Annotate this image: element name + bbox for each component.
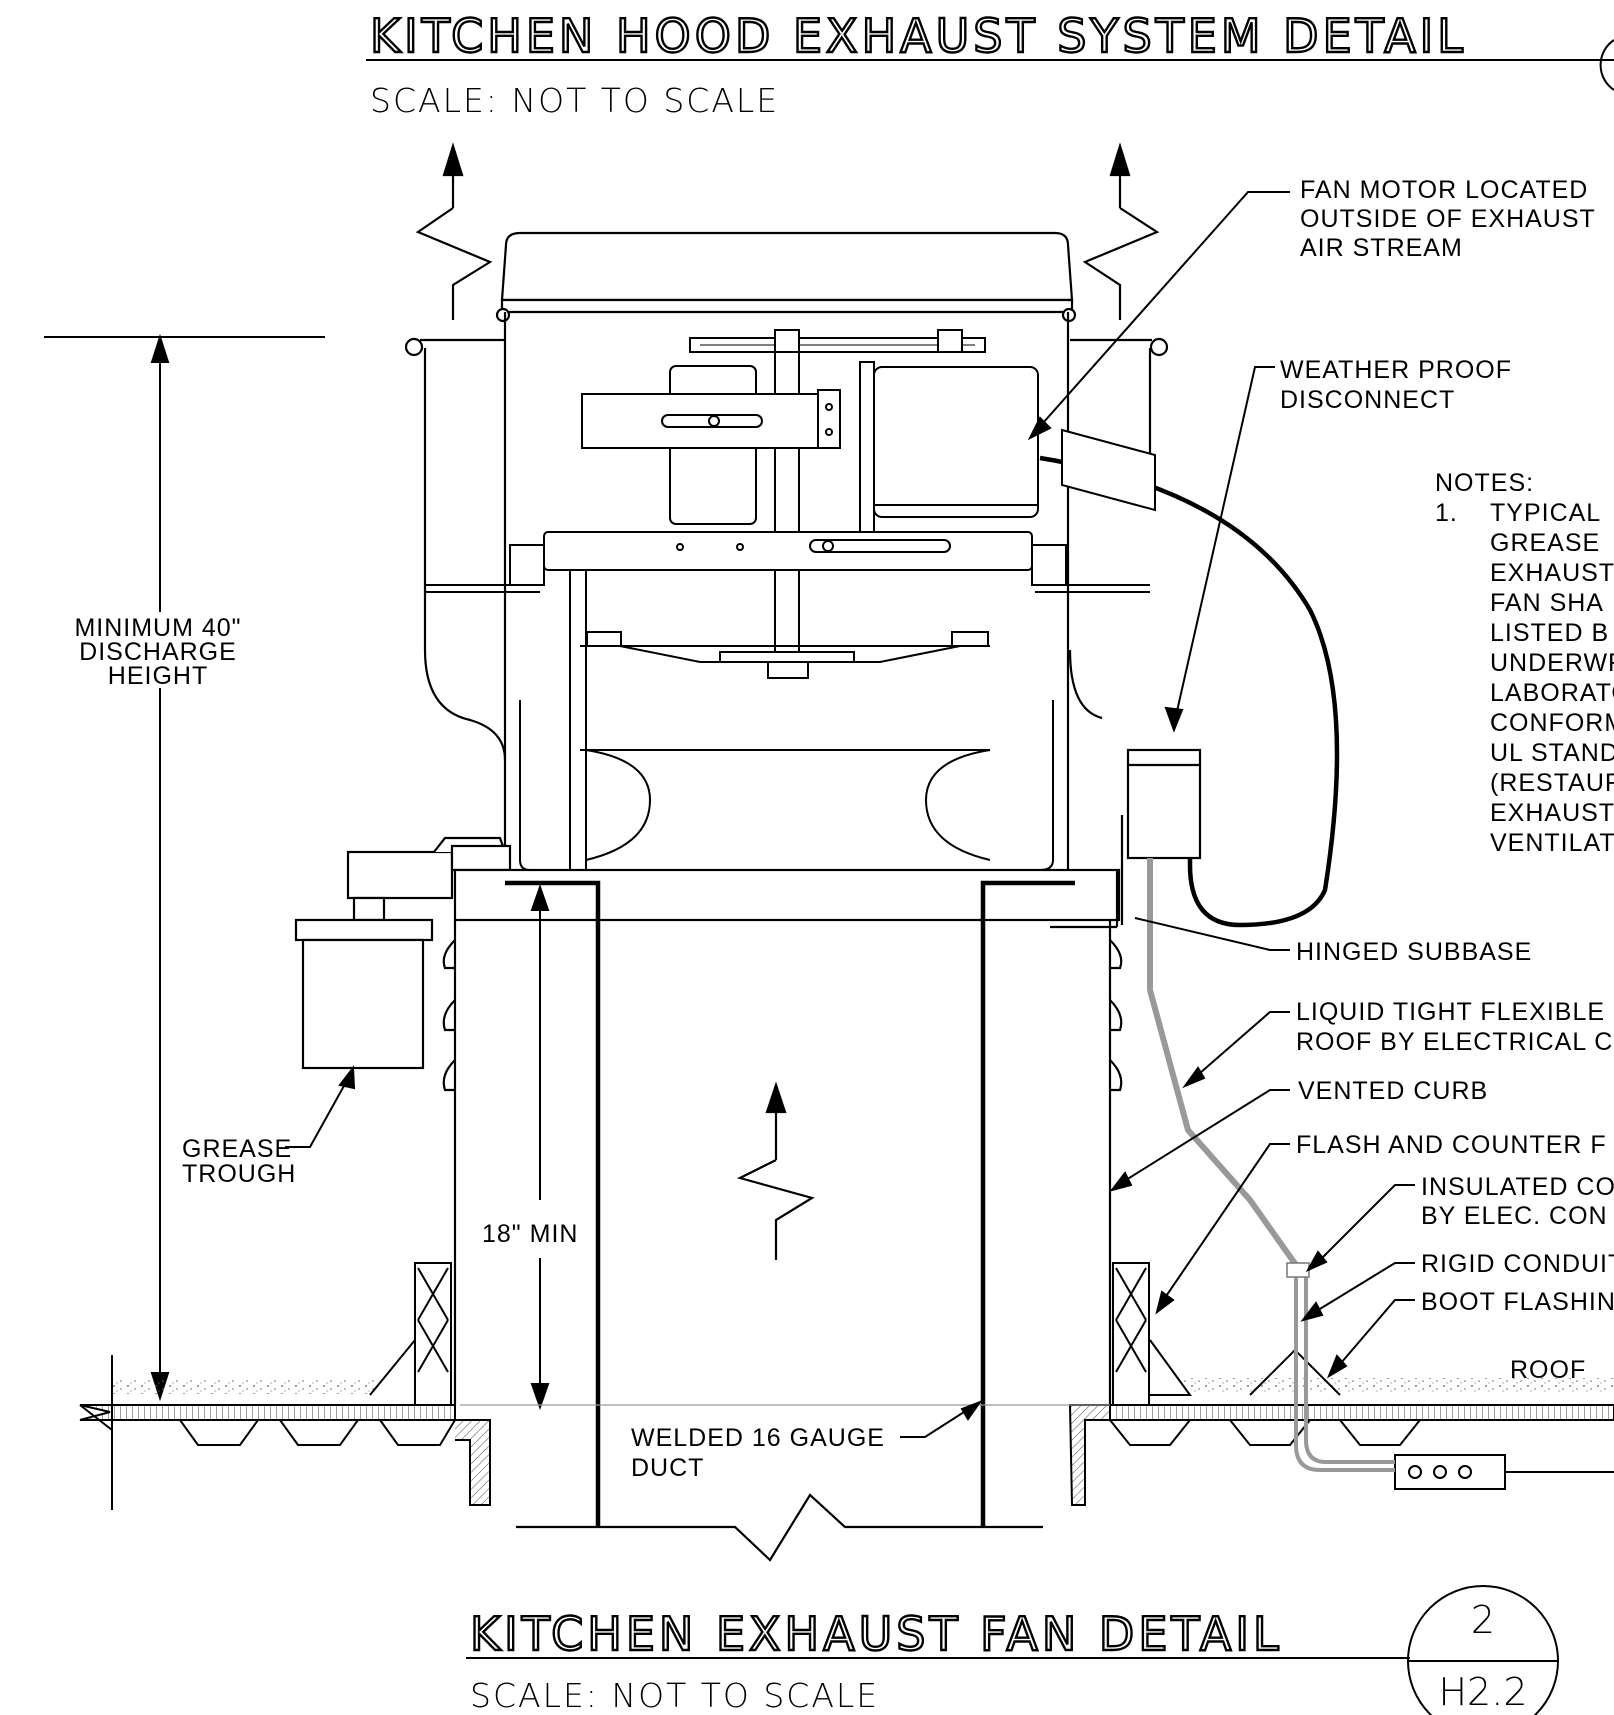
svg-text:HEIGHT: HEIGHT — [108, 662, 208, 690]
sheet-number: H2.2 — [1438, 1670, 1527, 1714]
svg-text:WELDED 16 GAUGE: WELDED 16 GAUGE — [631, 1424, 885, 1452]
discharge-height-dimension — [44, 333, 325, 1402]
fan-wheel — [519, 569, 1054, 876]
detail-title: KITCHEN HOOD EXHAUST SYSTEM DETAIL — [370, 9, 1467, 63]
weather-proof-disconnect — [1126, 748, 1202, 860]
detail-number: 2 — [1471, 1598, 1495, 1642]
svg-text:LIQUID TIGHT FLEXIBLE: LIQUID TIGHT FLEXIBLE — [1296, 998, 1605, 1026]
boot-flashing-label: BOOT FLASHIN — [1421, 1288, 1614, 1316]
min-18-dimension — [530, 883, 550, 1411]
svg-text:BY ELEC. CON: BY ELEC. CON — [1421, 1202, 1608, 1230]
rigid-conduit-label: RIGID CONDUIT — [1421, 1250, 1614, 1278]
notes-heading: NOTES: — [1435, 469, 1534, 497]
roof-label: ROOF — [1510, 1356, 1586, 1384]
flash-counter-label: FLASH AND COUNTER F — [1296, 1131, 1607, 1159]
svg-text:EXHAUST: EXHAUST — [1490, 559, 1614, 587]
svg-text:MINIMUM 40": MINIMUM 40" — [74, 614, 241, 642]
svg-text:CONFORM: CONFORM — [1490, 709, 1614, 737]
svg-text:LISTED B: LISTED B — [1490, 619, 1609, 647]
svg-text:FAN SHA: FAN SHA — [1490, 589, 1604, 617]
svg-text:(RESTAUR: (RESTAUR — [1490, 769, 1614, 797]
grease-trough-leader — [285, 1065, 356, 1148]
disconnect-label: WEATHER PROOF DISCONNECT — [1280, 356, 1512, 414]
fan-detail-title: KITCHEN EXHAUST FAN DETAIL — [470, 1607, 1283, 1661]
curb-assembly — [442, 815, 1124, 1405]
duct-leader — [900, 1399, 983, 1438]
motor-cord-grip — [1061, 428, 1156, 512]
vented-curb-label: VENTED CURB — [1298, 1077, 1488, 1105]
flexible-conduit — [1147, 858, 1299, 1267]
svg-text:DISCHARGE: DISCHARGE — [79, 638, 237, 666]
svg-text:1.: 1. — [1435, 499, 1458, 527]
svg-text:WEATHER PROOF: WEATHER PROOF — [1280, 356, 1512, 384]
fan-motor-label: FAN MOTOR LOCATED OUTSIDE OF EXHAUST AIR… — [1300, 176, 1596, 262]
svg-text:UL STAND: UL STAND — [1490, 739, 1614, 767]
svg-text:VENTILATO: VENTILATO — [1490, 829, 1614, 857]
drive-assembly — [425, 329, 1150, 653]
fan-detail-scale: SCALE: NOT TO SCALE — [470, 1676, 879, 1715]
svg-text:EXHAUST: EXHAUST — [1490, 799, 1614, 827]
hinged-subbase-label: HINGED SUBBASE — [1296, 938, 1532, 966]
liquid-tight-label: LIQUID TIGHT FLEXIBLE ROOF BY ELECTRICAL… — [1296, 998, 1613, 1056]
discharge-height-label: MINIMUM 40" DISCHARGE HEIGHT — [74, 614, 241, 690]
detail-scale: SCALE: NOT TO SCALE — [370, 81, 779, 120]
grease-trough-label: GREASE TROUGH — [182, 1135, 296, 1188]
airflow-arrow-right — [1082, 142, 1160, 320]
svg-text:LABORATO: LABORATO — [1490, 679, 1614, 707]
callout-leaders — [1027, 191, 1415, 1379]
svg-text:ROOF BY ELECTRICAL C: ROOF BY ELECTRICAL C — [1296, 1028, 1613, 1056]
svg-text:GREASE: GREASE — [182, 1135, 292, 1163]
title-bubble — [1599, 39, 1614, 91]
insulated-label: INSULATED CO BY ELEC. CON — [1421, 1173, 1614, 1230]
svg-text:GREASE: GREASE — [1490, 529, 1600, 557]
roof-left — [79, 1262, 491, 1510]
duct-label: WELDED 16 GAUGE DUCT — [631, 1424, 885, 1482]
svg-text:DISCONNECT: DISCONNECT — [1280, 386, 1455, 414]
airflow-arrow-left — [415, 142, 493, 320]
svg-text:DUCT: DUCT — [631, 1454, 704, 1482]
fan-hood — [495, 231, 1077, 323]
duct-airflow-arrow — [736, 1081, 815, 1260]
svg-text:INSULATED CO: INSULATED CO — [1421, 1173, 1614, 1201]
roof-right — [1068, 1262, 1614, 1506]
duct-break-line — [516, 1493, 1043, 1562]
min-18-label: 18" MIN — [482, 1220, 578, 1248]
power-cable — [1039, 455, 1340, 928]
duct-flanges — [505, 880, 1075, 1528]
svg-text:OUTSIDE OF EXHAUST: OUTSIDE OF EXHAUST — [1300, 205, 1596, 233]
svg-text:FAN MOTOR LOCATED: FAN MOTOR LOCATED — [1300, 176, 1588, 204]
grease-trough — [294, 836, 512, 1070]
svg-text:TYPICAL: TYPICAL — [1490, 499, 1601, 527]
notes-block: NOTES: 1. TYPICAL GREASE EXHAUST FAN SHA… — [1435, 469, 1614, 857]
svg-text:AIR STREAM: AIR STREAM — [1300, 234, 1463, 262]
rigid-conduit — [1286, 1262, 1395, 1472]
svg-text:UNDERWR: UNDERWR — [1490, 649, 1614, 677]
detail-bubble: 2 H2.2 — [1407, 1585, 1559, 1715]
svg-text:TROUGH: TROUGH — [182, 1160, 296, 1188]
